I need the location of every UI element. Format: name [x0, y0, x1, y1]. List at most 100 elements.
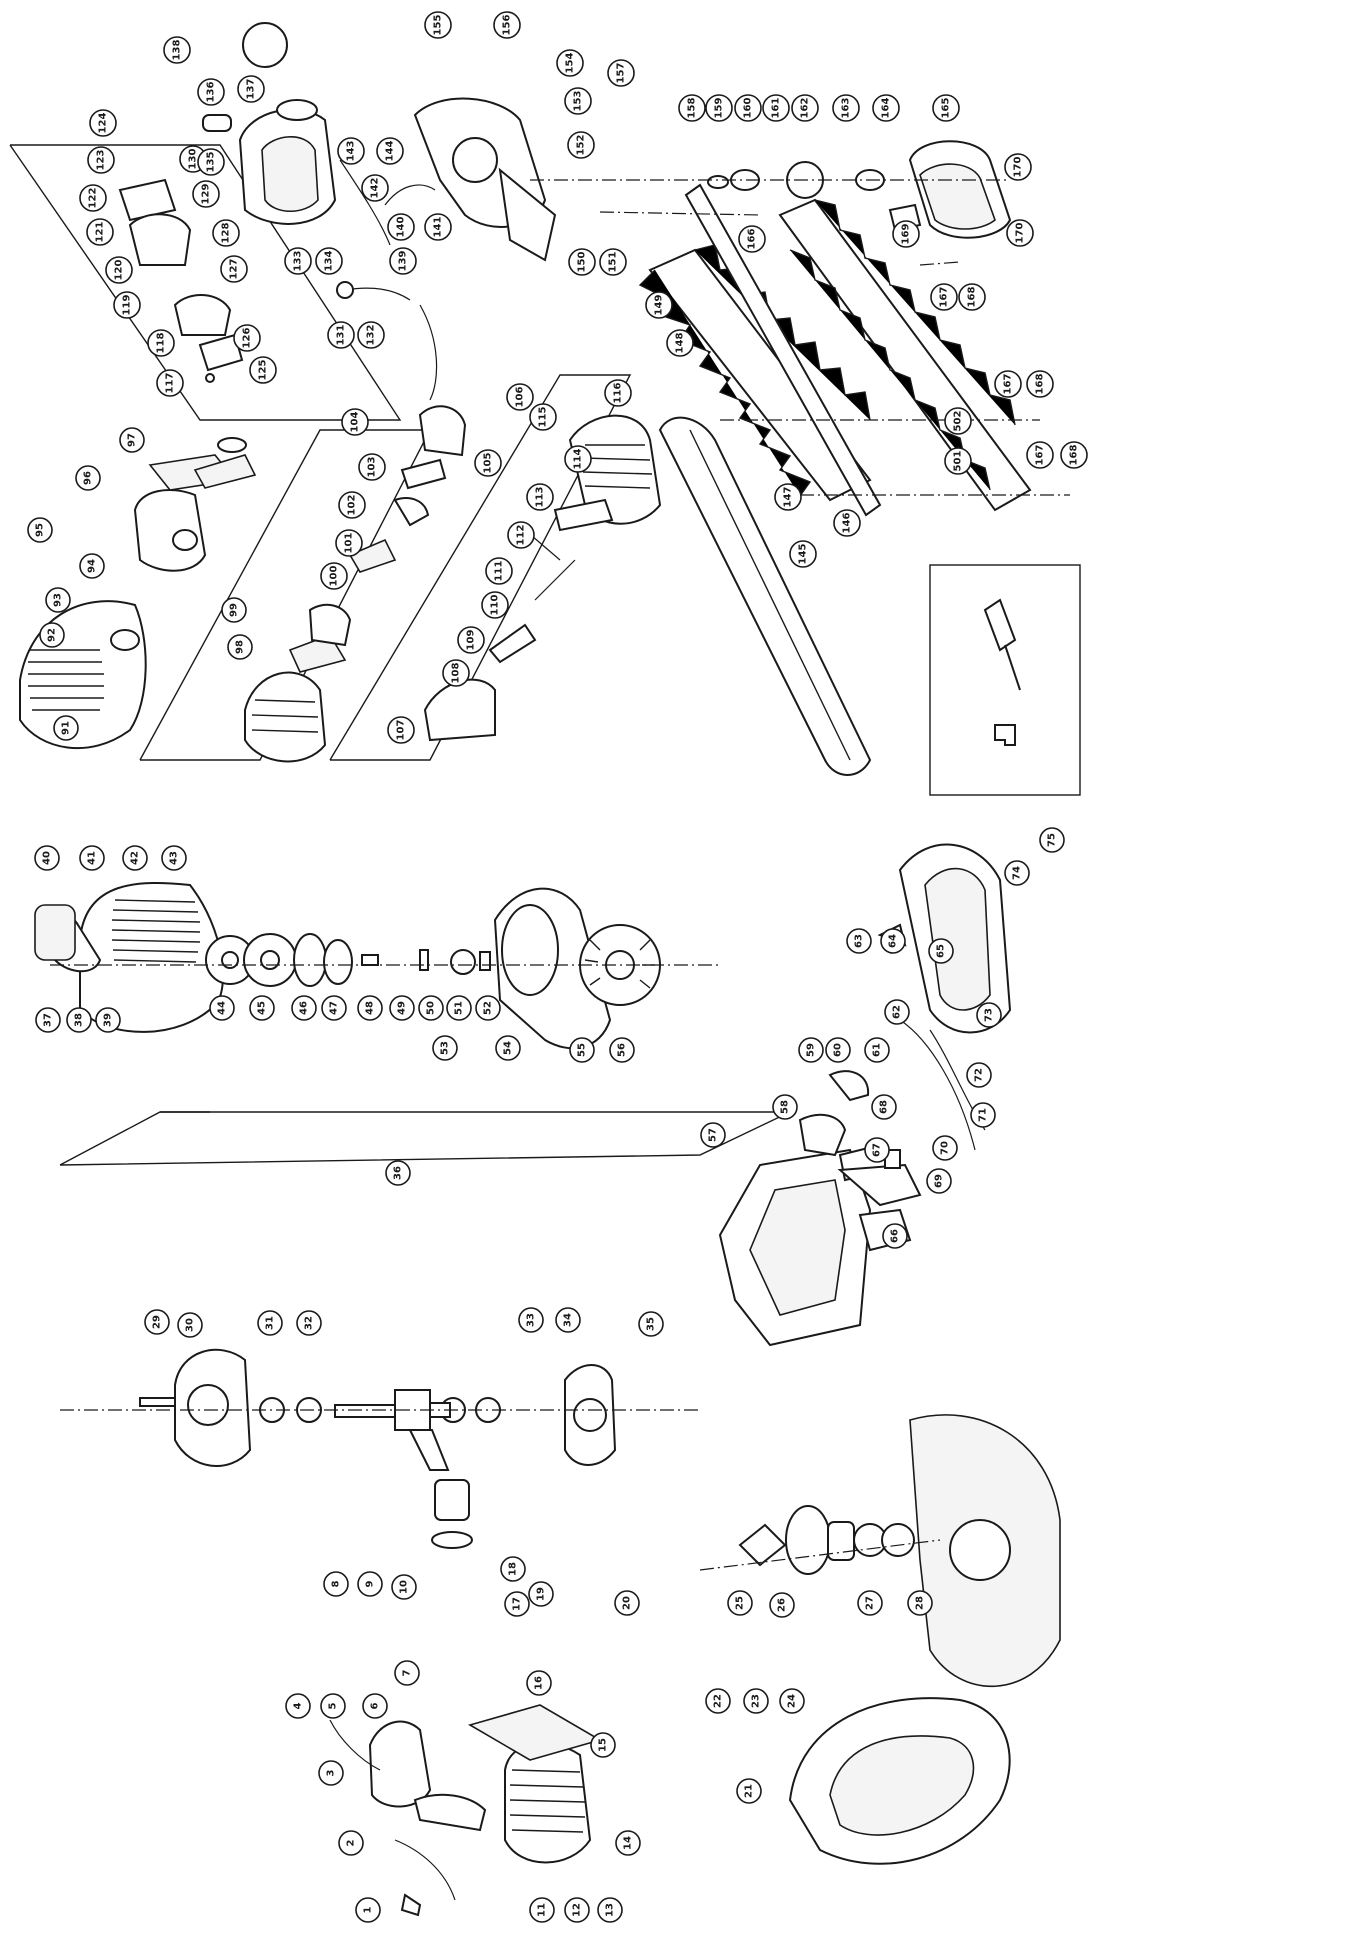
callout-label: 73: [984, 1008, 995, 1022]
callout-93: 93: [45, 587, 71, 613]
callout-5: 5: [320, 1693, 346, 1719]
callout-124: 124: [89, 109, 117, 137]
callout-128: 128: [212, 219, 240, 247]
callout-74: 74: [1004, 860, 1030, 886]
callout-101: 101: [335, 529, 363, 557]
callout-141: 141: [424, 213, 452, 241]
callout-label: 75: [1047, 833, 1058, 847]
callout-label: 35: [646, 1317, 657, 1331]
callout-107: 107: [387, 716, 415, 744]
callout-label: 39: [103, 1013, 114, 1027]
callout-label: 4: [293, 1702, 304, 1709]
callout-label: 16: [534, 1676, 545, 1690]
air-cleaner-part-95: [133, 489, 207, 572]
callout-label: 147: [783, 487, 794, 508]
callout-label: 18: [508, 1562, 519, 1576]
callout-label: 136: [206, 82, 217, 103]
callout-105: 105: [474, 449, 502, 477]
callout-label: 109: [466, 630, 477, 651]
callout-103: 103: [358, 453, 386, 481]
callout-53: 53: [432, 1035, 458, 1061]
callout-label: 31: [265, 1316, 276, 1330]
carburetor-parts-98-104: [288, 405, 467, 673]
callout-label: 65: [936, 944, 947, 958]
callout-label: 54: [503, 1041, 514, 1055]
callout-label: 66: [890, 1229, 901, 1243]
callout-143: 143: [337, 137, 365, 165]
throttle-parts-58-72: [798, 1019, 986, 1252]
callout-6: 6: [362, 1693, 388, 1719]
callout-42: 42: [122, 845, 148, 871]
callout-label: 141: [433, 217, 444, 238]
callout-label: 20: [622, 1596, 633, 1610]
callout-23: 23: [743, 1688, 769, 1714]
callout-label: 111: [494, 561, 505, 582]
starter-housing-part-42: [34, 882, 224, 1033]
callout-167: 167: [1026, 441, 1054, 469]
callout-131: 131: [327, 321, 355, 349]
callout-label: 55: [577, 1043, 588, 1057]
callout-137: 137: [237, 75, 265, 103]
crankcase-right-part-34: [564, 1364, 617, 1466]
callout-46: 46: [291, 995, 317, 1021]
callout-170: 170: [1006, 219, 1034, 247]
callout-22: 22: [705, 1688, 731, 1714]
callout-155: 155: [424, 11, 452, 39]
callout-4: 4: [285, 1693, 311, 1719]
callout-160: 160: [734, 94, 762, 122]
gear-case-outline: [909, 1414, 1061, 1688]
callout-label: 123: [96, 150, 107, 171]
front-handle-part-21: [788, 1697, 1011, 1865]
callout-66: 66: [882, 1223, 908, 1249]
callout-159: 159: [705, 94, 733, 122]
callout-label: 115: [538, 407, 549, 428]
gear-cover-part-165: [908, 140, 1012, 239]
callout-140: 140: [387, 213, 415, 241]
callout-158: 158: [678, 94, 706, 122]
callout-69: 69: [926, 1168, 952, 1194]
callout-label: 100: [329, 566, 340, 587]
cylinder-part-11: [467, 1704, 603, 1864]
callout-label: 51: [454, 1001, 465, 1015]
callout-138: 138: [163, 36, 191, 64]
callout-label: 104: [350, 412, 361, 433]
callout-115: 115: [529, 403, 557, 431]
callout-label: 13: [605, 1903, 616, 1917]
engine-group-frame: [59, 1111, 791, 1166]
callout-43: 43: [161, 845, 187, 871]
callout-label: 56: [617, 1043, 628, 1057]
callout-label: 101: [344, 533, 355, 554]
callout-label: 37: [43, 1013, 54, 1027]
callout-145: 145: [789, 540, 817, 568]
callout-label: 131: [336, 325, 347, 346]
callout-33: 33: [518, 1307, 544, 1333]
callout-72: 72: [966, 1062, 992, 1088]
callout-label: 7: [402, 1669, 413, 1676]
callout-14: 14: [615, 1830, 641, 1856]
callout-label: 137: [246, 79, 257, 100]
callout-label: 22: [713, 1694, 724, 1708]
callout-label: 161: [771, 98, 782, 119]
callout-label: 59: [806, 1043, 817, 1057]
callout-label: 14: [623, 1836, 634, 1850]
callout-label: 159: [714, 98, 725, 119]
callout-label: 67: [872, 1143, 883, 1157]
callout-label: 70: [940, 1141, 951, 1155]
blade-bar-part-158: [684, 183, 882, 517]
callout-168: 168: [958, 283, 986, 311]
callout-label: 162: [800, 98, 811, 119]
callout-129: 129: [192, 180, 220, 208]
callout-102: 102: [338, 491, 366, 519]
callout-96: 96: [75, 465, 101, 491]
callout-8: 8: [323, 1571, 349, 1597]
callout-label: 5: [328, 1702, 339, 1709]
callout-19: 19: [528, 1581, 554, 1607]
callout-label: 40: [42, 851, 53, 865]
fuel-lines-131-132: [336, 159, 438, 401]
callout-150: 150: [568, 248, 596, 276]
callout-label: 27: [865, 1596, 876, 1610]
callout-39: 39: [95, 1007, 121, 1033]
callout-152: 152: [567, 131, 595, 159]
callout-label: 46: [299, 1001, 310, 1015]
